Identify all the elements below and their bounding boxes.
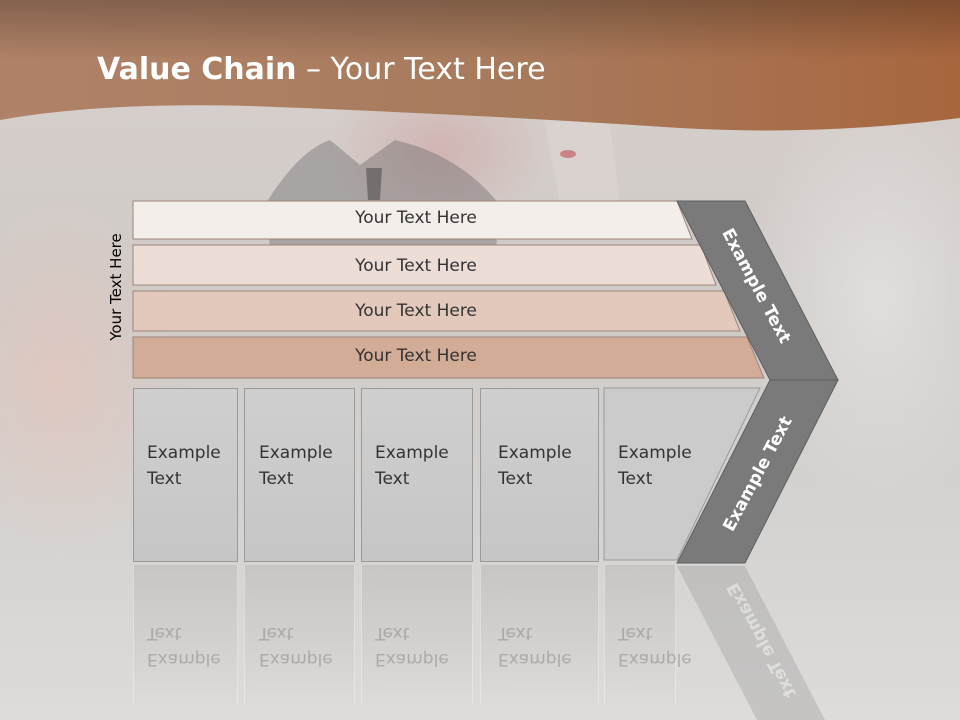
- activity-reflection-label-2: Example Text: [259, 623, 333, 669]
- activity-box-1: [133, 388, 238, 562]
- activity-box-2: [244, 388, 355, 562]
- page-title: Value Chain – Your Text Here: [97, 52, 546, 87]
- groom-tie: [366, 168, 382, 200]
- activity-reflection-label-1: Example Text: [147, 623, 221, 669]
- chevron-lower: [676, 379, 839, 564]
- activity-label-2: Example Text: [259, 443, 333, 489]
- activity-label-5: Example Text: [618, 443, 692, 489]
- activity-box-3: [361, 388, 473, 562]
- band-support-3: [132, 290, 741, 332]
- title-bold: Value Chain: [97, 52, 297, 87]
- activity-label-1: Example Text: [147, 443, 221, 489]
- activity-label-3: Example Text: [375, 443, 449, 489]
- bride-lips: [560, 150, 576, 158]
- activity-reflection-1: [133, 565, 238, 705]
- activity-reflection-label-4: Example Text: [498, 623, 572, 669]
- band-support-2: [132, 244, 717, 286]
- bride-figure: [545, 111, 620, 205]
- activity-reflection-2: [244, 565, 355, 705]
- band-support-1: [132, 200, 693, 240]
- activity-box-4: [480, 388, 599, 562]
- activity-reflection-5: [604, 565, 676, 705]
- band-label-3: Your Text Here: [355, 301, 477, 321]
- activity-reflection-4: [480, 565, 599, 705]
- band-label-1: Your Text Here: [355, 208, 477, 228]
- activity-reflection-3: [361, 565, 473, 705]
- band-support-4: [132, 336, 765, 379]
- activity-label-4: Example Text: [498, 443, 572, 489]
- chevron-reflection: [677, 566, 826, 720]
- header-band: [0, 0, 960, 131]
- activity-reflection-label-3: Example Text: [375, 623, 449, 669]
- activity-reflection-label-5: Example Text: [618, 623, 692, 669]
- band-label-2: Your Text Here: [355, 256, 477, 276]
- band-label-4: Your Text Here: [355, 346, 477, 366]
- activity-box-5: [603, 387, 761, 561]
- title-rest: – Your Text Here: [296, 52, 546, 87]
